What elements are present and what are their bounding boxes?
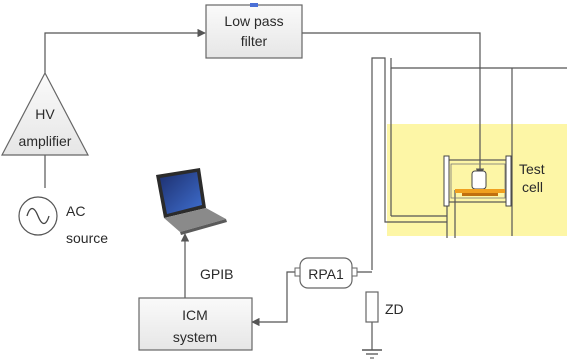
icm-system-label-2: system <box>173 329 217 345</box>
ground-icon <box>362 349 382 359</box>
low-pass-filter-label-1: Low pass <box>224 13 283 29</box>
hv-amplifier-label-1: HV <box>35 106 55 122</box>
rpa1-left-connector <box>294 267 301 277</box>
icm-system-box <box>138 297 253 351</box>
laptop-icon <box>156 168 227 235</box>
icm-system-label-1: ICM <box>182 307 208 323</box>
zd-resistor <box>365 291 379 323</box>
test-cell <box>443 155 512 207</box>
low-pass-filter-box <box>205 4 303 59</box>
gpib-label: GPIB <box>200 266 233 282</box>
sine-wave-icon <box>26 207 50 225</box>
rpa1-right-connector <box>351 267 358 277</box>
ac-source-label-1: AC <box>66 203 85 219</box>
hv-amplifier-label-2: amplifier <box>19 133 72 149</box>
test-cell-label-1: Test <box>519 161 545 177</box>
rpa1-label: RPA1 <box>308 266 344 282</box>
zd-label: ZD <box>385 301 404 317</box>
low-pass-filter-label-2: filter <box>241 33 268 49</box>
ac-source-label-2: source <box>66 230 108 246</box>
test-cell-label-2: cell <box>522 179 543 195</box>
low-pass-filter-marker <box>250 3 258 7</box>
hv-amplifier-triangle <box>1 71 89 156</box>
